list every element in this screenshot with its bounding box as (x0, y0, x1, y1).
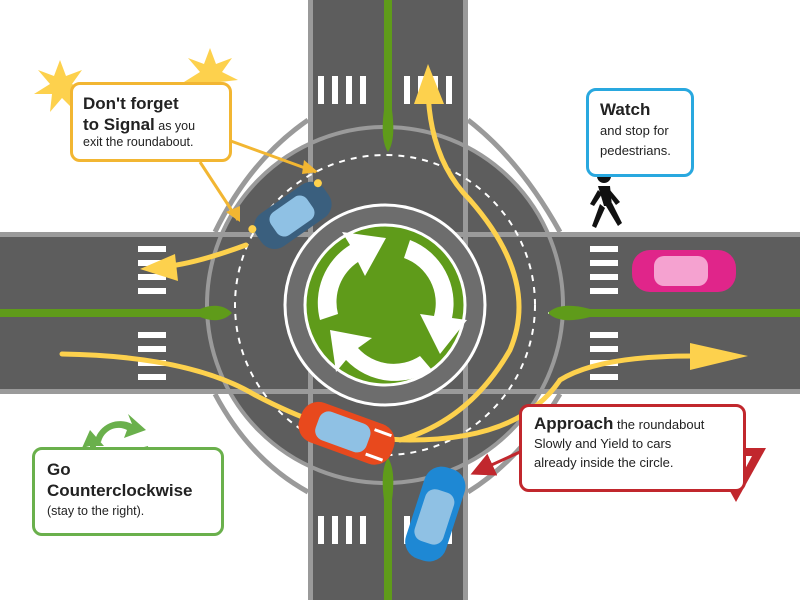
sun-flash-icon (184, 48, 238, 100)
car-waiting-right (632, 250, 736, 292)
car-approaching (405, 466, 466, 562)
approach-pointer (470, 450, 521, 476)
arrowhead-left (140, 254, 178, 281)
sun-flash-icon (34, 60, 88, 112)
signal-line2-bold: to Signal (83, 115, 155, 134)
car-exiting (248, 179, 332, 250)
median-left (0, 305, 232, 321)
pedestrian-icon (590, 169, 622, 228)
arrowhead-right (690, 343, 748, 370)
watch-callout: Watch and stop for pedestrians. (586, 88, 694, 177)
path-straight (59, 351, 703, 443)
approach-title: Approach (534, 414, 614, 433)
path-left-turn (397, 87, 522, 443)
counterclockwise-arrows-icon (317, 232, 467, 381)
signal-line3: exit the roundabout. (83, 135, 194, 149)
median-top (382, 0, 394, 152)
yellow-arrowheads (140, 64, 748, 370)
go-callout: Go Counterclockwise (stay to the right). (32, 447, 224, 536)
signal-callout: Don't forget to Signal as you exit the r… (70, 82, 232, 162)
approach-callout: Approach the roundabout Slowly and Yield… (519, 404, 746, 492)
median-bottom (382, 458, 394, 600)
signal-line2-rest: as you (154, 119, 196, 133)
go-line2: Counterclockwise (47, 481, 193, 500)
signal-line1: Don't forget (83, 94, 179, 113)
car-circulating (298, 401, 395, 465)
approach-title-rest: the roundabout (613, 417, 705, 432)
go-line3: (stay to the right). (47, 504, 145, 518)
arrowhead-up (414, 64, 444, 104)
median-right (548, 305, 800, 321)
go-line1: Go (47, 460, 71, 479)
approach-line2: already inside the circle. (534, 455, 674, 470)
watch-title: Watch (600, 100, 651, 119)
inner-lane-dash (234, 154, 536, 456)
watch-line2: pedestrians. (600, 143, 671, 158)
watch-line1: and stop for (600, 123, 669, 138)
approach-line1: Slowly and Yield to cars (534, 436, 672, 451)
